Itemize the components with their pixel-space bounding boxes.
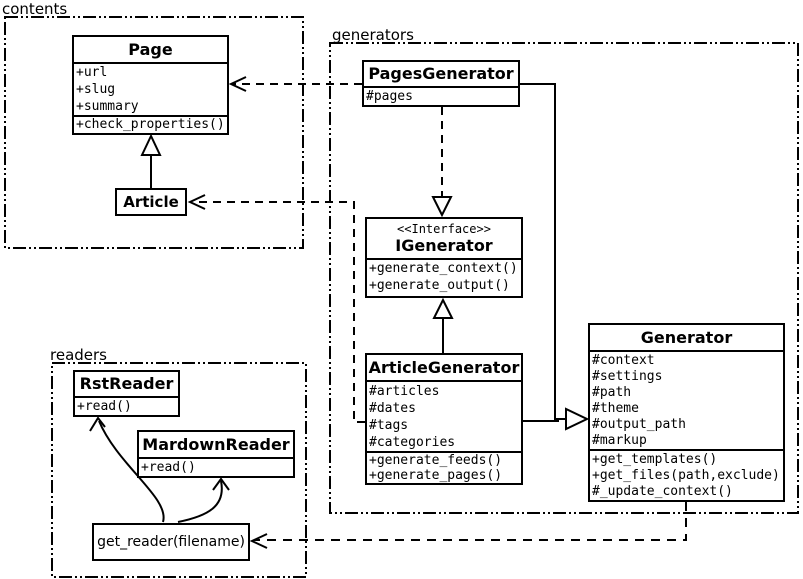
- attribute: #theme: [592, 401, 639, 416]
- getreader-to-rstreader-curve: [98, 420, 165, 523]
- class-title: Page: [128, 40, 173, 59]
- attribute: #settings: [592, 369, 663, 384]
- class-header: <<Interface>> IGenerator: [367, 219, 521, 256]
- class-box-generator: Generator #context #settings #path #them…: [588, 323, 785, 502]
- attribute: +slug: [76, 82, 116, 97]
- attribute: +summary: [76, 99, 139, 114]
- method: +check_properties(): [76, 117, 225, 132]
- attributes-section: #pages: [364, 86, 518, 105]
- attribute: +url: [76, 65, 108, 80]
- article-to-page-triangle: [140, 133, 162, 156]
- method: +generate_output(): [369, 278, 510, 293]
- class-box-igenerator: <<Interface>> IGenerator +generate_conte…: [365, 217, 523, 298]
- attributes-section: +url +slug +summary: [74, 62, 227, 115]
- methods-section: +read(): [139, 457, 293, 476]
- class-title: ArticleGenerator: [368, 358, 520, 377]
- methods-section: +check_properties(): [74, 115, 227, 133]
- class-box-articlegenerator: ArticleGenerator #articles #dates #tags …: [365, 353, 523, 485]
- attribute: #dates: [369, 401, 416, 416]
- stereotype: <<Interface>>: [397, 222, 491, 236]
- attribute: #output_path: [592, 417, 686, 432]
- pagesgenerator-to-page-arrowhead: [228, 76, 247, 92]
- articlegenerator-to-generator-line: [523, 419, 559, 422]
- getreader-to-rstreader-arrowhead: [89, 416, 106, 432]
- method: +get_templates(): [592, 452, 718, 467]
- class-box-page: Page +url +slug +summary +check_properti…: [72, 35, 229, 135]
- method: #_update_context(): [592, 484, 733, 499]
- method: +generate_context(): [369, 261, 518, 276]
- pagesgenerator-to-igenerator-triangle: [431, 196, 453, 218]
- generator-inheritance-triangle: [565, 407, 590, 431]
- method: +read(): [141, 460, 196, 475]
- method: +generate_feeds(): [369, 453, 503, 468]
- contents-package-label: contents: [2, 0, 68, 18]
- attribute: #markup: [592, 433, 647, 448]
- attribute: #context: [592, 353, 655, 368]
- articlegenerator-to-article-dashed: [193, 201, 365, 423]
- class-title: Article: [123, 193, 179, 211]
- methods-section: +generate_feeds() +generate_pages(): [367, 451, 521, 483]
- class-title: PagesGenerator: [368, 64, 514, 83]
- class-box-rstreader: RstReader +read(): [73, 370, 180, 417]
- attribute: #tags: [369, 418, 409, 433]
- attribute: #categories: [369, 435, 456, 450]
- attribute: #pages: [366, 89, 413, 104]
- class-box-article: Article: [115, 188, 187, 216]
- method: +get_files(path,exclude): [592, 468, 780, 483]
- class-title: Generator: [640, 328, 733, 347]
- method: +generate_pages(): [369, 468, 503, 483]
- getreader-to-mardownreader-curve: [177, 480, 223, 523]
- methods-section: +get_templates() +get_files(path,exclude…: [590, 449, 783, 500]
- attribute: #articles: [369, 384, 440, 399]
- pagesgenerator-to-generator-line: [520, 83, 566, 420]
- class-box-mardownreader: MardownReader +read(): [137, 430, 295, 478]
- generators-package-border: [329, 42, 799, 514]
- articlegenerator-to-igenerator-triangle: [432, 297, 454, 319]
- methods-section: +read(): [75, 396, 178, 415]
- method: +read(): [77, 399, 132, 414]
- generator-to-getreader-arrowhead: [249, 533, 268, 549]
- generators-package-label: generators: [332, 26, 414, 44]
- class-title: IGenerator: [395, 236, 493, 255]
- methods-section: +generate_context() +generate_output(): [367, 258, 521, 294]
- readers-package-border: [51, 362, 307, 578]
- attributes-section: #context #settings #path #theme #output_…: [590, 350, 783, 449]
- function-label: get_reader(filename): [97, 534, 245, 550]
- attribute: #path: [592, 385, 632, 400]
- function-box-getreader: get_reader(filename): [92, 523, 250, 561]
- articlegenerator-to-article-arrowhead: [187, 194, 206, 210]
- class-title: MardownReader: [142, 435, 290, 454]
- getreader-to-mardownreader-arrowhead: [212, 477, 230, 491]
- contents-package-border: [4, 16, 304, 249]
- class-box-pagesgenerator: PagesGenerator #pages: [362, 60, 520, 107]
- class-title: RstReader: [79, 374, 174, 393]
- readers-package-label: readers: [50, 346, 107, 364]
- attributes-section: #articles #dates #tags #categories: [367, 380, 521, 451]
- generator-to-getreader-dashed: [254, 502, 687, 541]
